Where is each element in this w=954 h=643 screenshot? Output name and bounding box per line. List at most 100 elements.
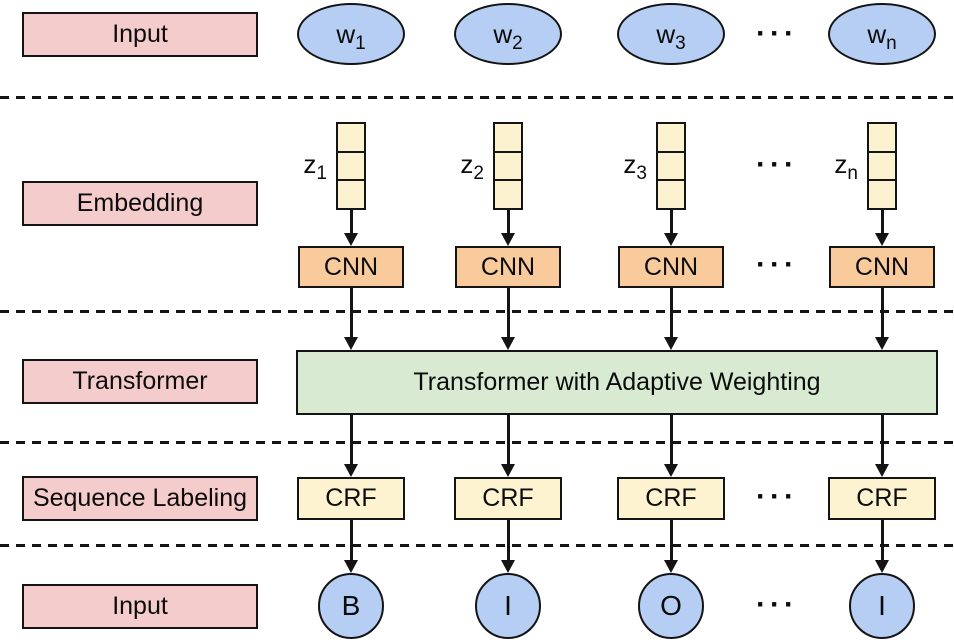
vector-cell [658,124,684,153]
arrowhead-icon [875,560,889,573]
output-node-label: I [504,590,512,621]
crf-box-label: CRF [645,484,697,512]
output-node-label: O [660,590,682,621]
arrowhead-icon [664,464,678,477]
embedding-vector-z1 [336,122,366,210]
output-node-4: I [849,573,915,639]
input-node-label: w3 [656,18,686,54]
separator-line-2 [0,310,954,313]
embedding-vector-label-z1: z1 [303,149,327,184]
ellipsis-dots-vector-row: ··· [756,148,798,181]
vector-cell [495,124,521,153]
arrow-z-to-cnn [881,210,884,234]
ellipsis-dots-cnn-row: ··· [756,248,798,281]
stage-label-text: Transformer [72,367,208,395]
output-node-label: B [341,590,361,621]
stage-label-text: Embedding [76,189,204,217]
input-node-label: w2 [493,18,523,54]
embedding-vector-label-z2: z2 [460,149,484,184]
arrowhead-icon [344,560,358,573]
vector-cell [338,181,364,208]
separator-line-4 [0,544,954,547]
arrow-transformer-to-crf [881,415,884,465]
cnn-box-label: CNN [643,252,699,281]
output-node-3: O [638,573,704,639]
vector-cell [658,181,684,208]
transformer-box-label: Transformer with Adaptive Weighting [413,368,821,396]
crf-box-2: CRF [454,477,562,520]
input-node-label: wn [867,18,897,54]
arrow-transformer-to-crf [350,415,353,465]
output-node-label: I [878,590,886,621]
arrow-transformer-to-crf [507,415,510,465]
input-node-w3: w3 [617,3,725,65]
embedding-vector-z3 [656,122,686,210]
arrowhead-icon [501,560,515,573]
vector-cell [495,153,521,182]
crf-box-4: CRF [828,477,936,520]
vector-cell [869,124,895,153]
arrow-cnn-to-transformer [507,288,510,338]
stage-label-text: Input [112,592,168,620]
cnn-box-label: CNN [323,252,379,281]
arrow-crf-to-output [670,520,673,561]
separator-line-1 [0,96,954,99]
w-subscript: n [886,32,897,54]
arrow-crf-to-output [881,520,884,561]
crf-box-1: CRF [297,477,405,520]
arrow-cnn-to-transformer [350,288,353,338]
vector-cell [869,153,895,182]
cnn-box-label: CNN [480,252,536,281]
crf-box-3: CRF [617,477,725,520]
vector-cell [658,153,684,182]
output-node-1: B [318,573,384,639]
embedding-vector-label-z3: z3 [623,149,647,184]
z-subscript: n [847,163,858,184]
crf-box-label: CRF [482,484,534,512]
arrowhead-icon [501,233,515,246]
cnn-box-2: CNN [455,246,561,288]
arrowhead-icon [344,464,358,477]
arrow-cnn-to-transformer [881,288,884,338]
arrowhead-icon [344,233,358,246]
crf-box-label: CRF [856,484,908,512]
arrowhead-icon [501,464,515,477]
vector-cell [338,153,364,182]
separator-line-3 [0,441,954,444]
arrow-crf-to-output [350,520,353,561]
arrowhead-icon [501,337,515,350]
z-subscript: 3 [636,163,647,184]
output-node-2: I [475,573,541,639]
arrowhead-icon [875,464,889,477]
embedding-vector-label-zn: zn [834,149,858,184]
stage-label-text: Input [112,20,168,48]
arrow-z-to-cnn [350,210,353,234]
stage-label-input-top: Input [22,12,258,57]
w-subscript: 2 [512,32,523,54]
cnn-box-3: CNN [618,246,724,288]
vector-cell [338,124,364,153]
transformer-box: Transformer with Adaptive Weighting [296,350,938,415]
ellipsis-dots-input-row: ··· [756,17,798,50]
z-subscript: 2 [473,163,484,184]
embedding-vector-z2 [493,122,523,210]
vector-cell [869,181,895,208]
arrow-transformer-to-crf [670,415,673,465]
input-node-w1: w1 [297,3,405,65]
stage-label-text: Sequence Labeling [32,484,248,512]
arrow-z-to-cnn [670,210,673,234]
arrowhead-icon [875,233,889,246]
input-node-w2: w2 [454,3,562,65]
ellipsis-dots-crf-row: ··· [756,480,798,513]
ellipsis-dots-output-row: ··· [756,588,798,621]
arrowhead-icon [664,233,678,246]
crf-box-label: CRF [325,484,377,512]
stage-label-embedding: Embedding [22,181,258,226]
vector-cell [495,181,521,208]
arrowhead-icon [664,560,678,573]
arrowhead-icon [664,337,678,350]
arrow-cnn-to-transformer [670,288,673,338]
w-subscript: 1 [355,32,366,54]
w-subscript: 3 [675,32,686,54]
